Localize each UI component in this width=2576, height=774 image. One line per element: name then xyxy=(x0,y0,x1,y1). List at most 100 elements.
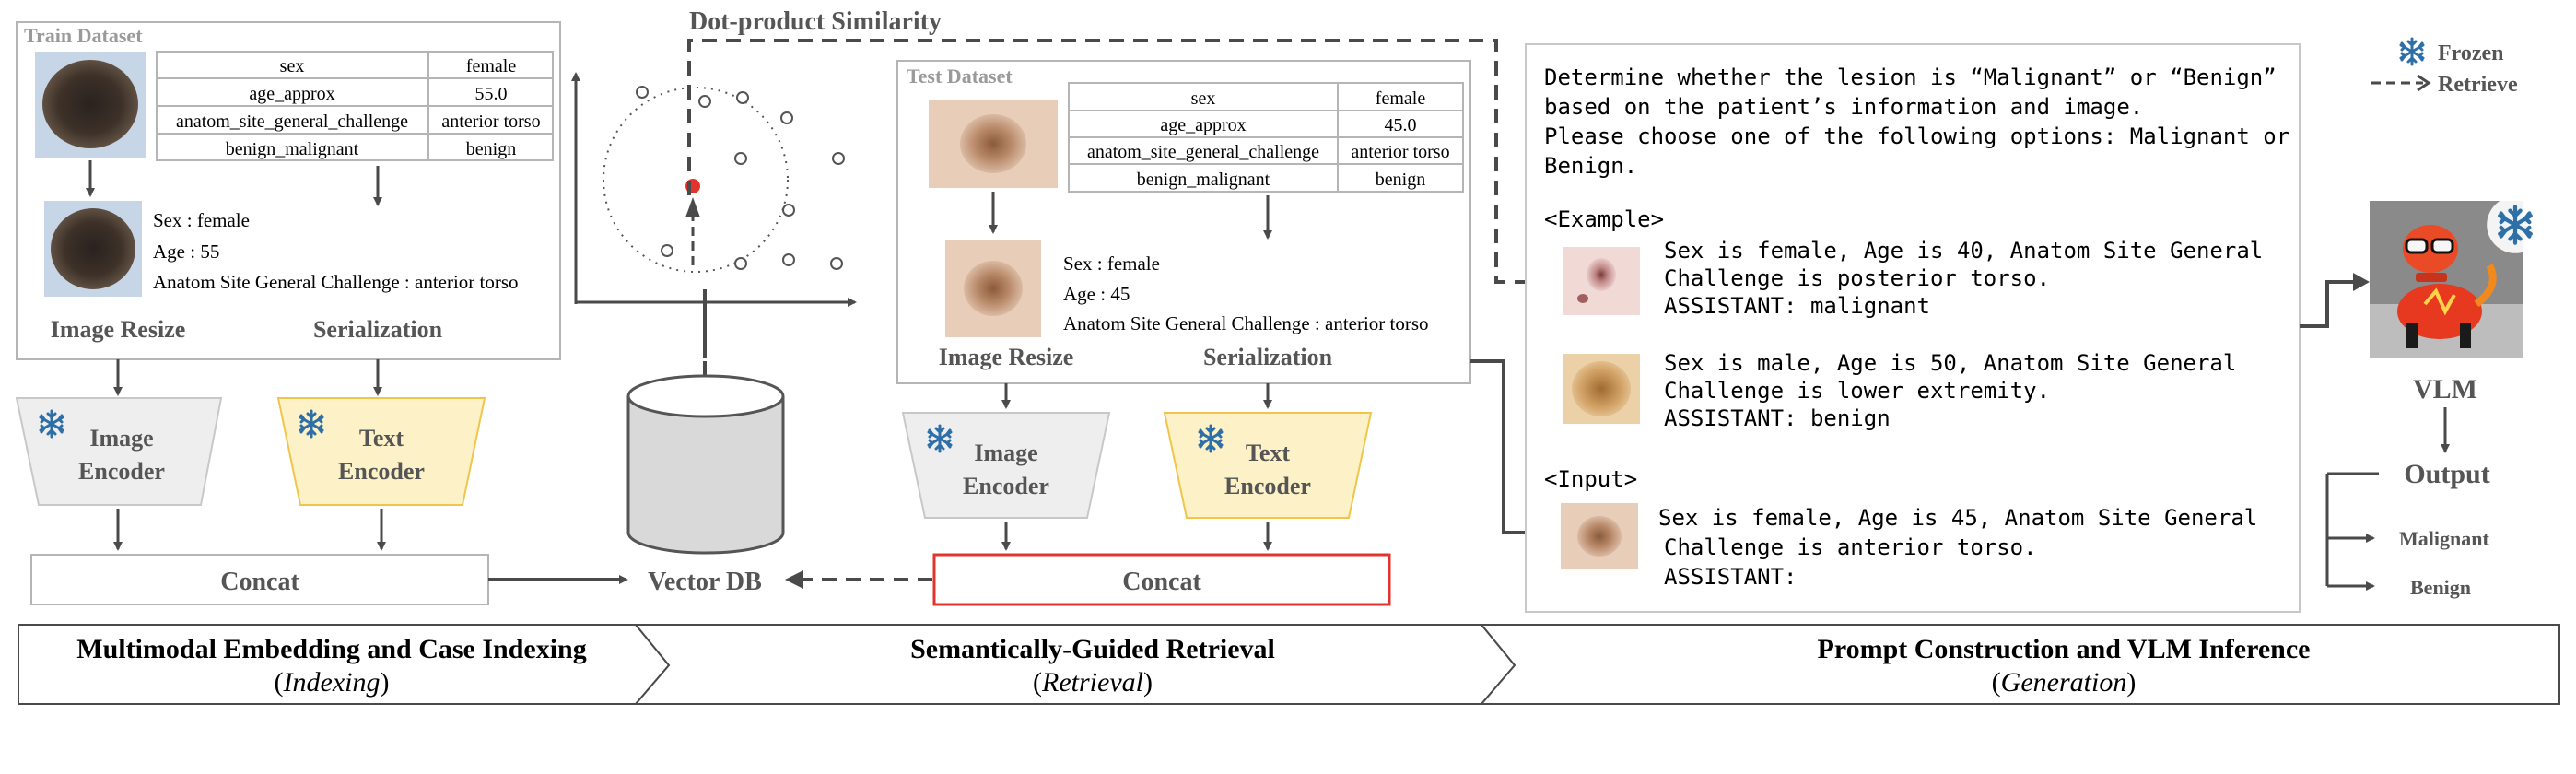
input-image xyxy=(1561,503,1638,569)
image-resize-label: Image Resize xyxy=(51,316,186,343)
example-tag: <Example> xyxy=(1544,206,1664,232)
stage-title: Semantically-Guided Retrieval xyxy=(910,634,1275,664)
test-lesion-image xyxy=(929,100,1058,188)
train-serial-line: Sex : female xyxy=(153,209,250,231)
stage-banner-generation: Prompt Construction and VLM Inference (G… xyxy=(1479,624,2560,705)
stage-subtitle: (Indexing) xyxy=(275,667,390,698)
text-encoder-label: Text xyxy=(1246,440,1290,466)
instruction-line: Please choose one of the following optio… xyxy=(1544,123,2289,149)
image-encoder-label: Encoder xyxy=(78,458,165,485)
test-serial-line: Sex : female xyxy=(1063,252,1160,275)
test-resized-image xyxy=(945,240,1041,337)
similarity-plot xyxy=(571,72,857,307)
example-2-image xyxy=(1563,354,1640,424)
example-1-line: Challenge is posterior torso. xyxy=(1664,265,2050,291)
frozen-legend-label: Frozen xyxy=(2438,41,2504,65)
image-encoder-label: Image xyxy=(974,440,1037,466)
train-table-value: 55.0 xyxy=(475,84,508,104)
vlm-mascot-image xyxy=(2370,201,2523,358)
example-2-line: Sex is male, Age is 50, Anatom Site Gene… xyxy=(1664,350,2236,376)
db-point xyxy=(736,91,749,104)
train-table-key: anatom_site_general_challenge xyxy=(176,111,408,132)
vector-db-label: Vector DB xyxy=(648,568,762,596)
train-resized-image xyxy=(44,201,142,297)
image-encoder-label: Image xyxy=(89,425,153,452)
db-point xyxy=(780,111,793,124)
example-2-line: ASSISTANT: benign xyxy=(1664,405,1891,431)
db-point xyxy=(782,204,795,217)
train-table-key: benign_malignant xyxy=(226,139,359,159)
stage-banner-indexing: Multimodal Embedding and Case Indexing (… xyxy=(18,624,684,705)
input-tag: <Input> xyxy=(1544,466,1637,492)
test-dataset-label: Test Dataset xyxy=(907,64,1013,88)
text-encoder-label: Text xyxy=(359,425,404,452)
retrieval-text-encoder: Text Encoder xyxy=(1163,412,1373,519)
test-table-value: benign xyxy=(1376,170,1425,190)
text-encoder-label: Encoder xyxy=(338,458,425,485)
db-point xyxy=(734,257,747,270)
stage-subtitle: (Retrieval) xyxy=(1033,667,1153,698)
test-table-value: anterior torso xyxy=(1351,142,1449,162)
train-metadata-table: sex female age_approx 55.0 anatom_site_g… xyxy=(156,51,554,161)
similarity-title: Dot-product Similarity xyxy=(689,7,942,36)
train-lesion-image xyxy=(35,52,146,158)
example-1-line: Sex is female, Age is 40, Anatom Site Ge… xyxy=(1664,238,2263,264)
output-option-malignant: Malignant xyxy=(2399,527,2489,550)
serialization-label: Serialization xyxy=(313,316,443,343)
instruction-line: based on the patient’s information and i… xyxy=(1544,94,2143,120)
db-point xyxy=(832,152,845,165)
text-encoder-label: Encoder xyxy=(1224,473,1311,499)
text-encoder: Text Encoder xyxy=(276,397,486,506)
train-table-key: sex xyxy=(280,56,305,76)
stage-subtitle: (Generation) xyxy=(1992,667,2137,698)
test-table-key: anatom_site_general_challenge xyxy=(1087,142,1319,162)
retrieve-path xyxy=(687,39,1555,376)
example-1-image xyxy=(1563,247,1640,315)
stage-title: Prompt Construction and VLM Inference xyxy=(1818,634,2311,664)
serialization-label: Serialization xyxy=(1203,344,1333,370)
db-point xyxy=(830,257,843,270)
test-table-value: female xyxy=(1376,88,1426,109)
db-point xyxy=(661,244,673,257)
retrieval-concat-box xyxy=(932,553,1391,606)
stage-subtitle-text: Indexing xyxy=(283,667,381,698)
image-resize-label: Image Resize xyxy=(939,344,1074,370)
train-serial-line: Age : 55 xyxy=(153,240,219,263)
input-line: Challenge is anterior torso. xyxy=(1664,534,2037,560)
db-point xyxy=(734,152,747,165)
db-point xyxy=(636,86,649,99)
output-label: Output xyxy=(2404,459,2489,489)
input-line: ASSISTANT: xyxy=(1664,564,1797,590)
indexing-concat-label: Concat xyxy=(220,568,299,596)
train-table-key: age_approx xyxy=(249,84,334,104)
stage-subtitle-text: Retrieval xyxy=(1041,667,1143,698)
prompt-panel xyxy=(1525,43,2301,613)
retrieve-legend-label: Retrieve xyxy=(2438,73,2518,97)
train-serial-line: Anatom Site General Challenge : anterior… xyxy=(153,271,519,293)
instruction-line: Determine whether the lesion is “Maligna… xyxy=(1544,64,2277,90)
db-point xyxy=(782,253,795,266)
test-serial-line: Anatom Site General Challenge : anterior… xyxy=(1063,312,1429,334)
test-metadata-table: sex female age_approx 45.0 anatom_site_g… xyxy=(1068,82,1464,193)
test-table-key: benign_malignant xyxy=(1137,170,1270,190)
input-line: Sex is female, Age is 45, Anatom Site Ge… xyxy=(1658,505,2257,531)
image-encoder-label: Encoder xyxy=(963,473,1049,499)
db-point xyxy=(698,95,711,108)
test-table-value: 45.0 xyxy=(1385,115,1417,135)
vlm-label: VLM xyxy=(2413,374,2477,405)
image-encoder: Image Encoder xyxy=(15,397,223,506)
frozen-legend-icon xyxy=(2399,37,2425,66)
stage-title: Multimodal Embedding and Case Indexing xyxy=(76,634,586,664)
vector-db-cylinder xyxy=(626,374,785,555)
retrieval-image-encoder: Image Encoder xyxy=(901,412,1111,519)
test-serial-line: Age : 45 xyxy=(1063,283,1130,305)
output-option-benign: Benign xyxy=(2410,576,2471,599)
train-table-value: female xyxy=(466,56,517,76)
example-2-line: Challenge is lower extremity. xyxy=(1664,378,2050,404)
example-1-line: ASSISTANT: malignant xyxy=(1664,293,1930,319)
train-table-value: benign xyxy=(466,139,516,159)
stage-banner-retrieval: Semantically-Guided Retrieval (Retrieval… xyxy=(633,624,1529,705)
stage-subtitle-text: Generation xyxy=(2001,667,2127,698)
train-table-value: anterior torso xyxy=(441,111,540,132)
